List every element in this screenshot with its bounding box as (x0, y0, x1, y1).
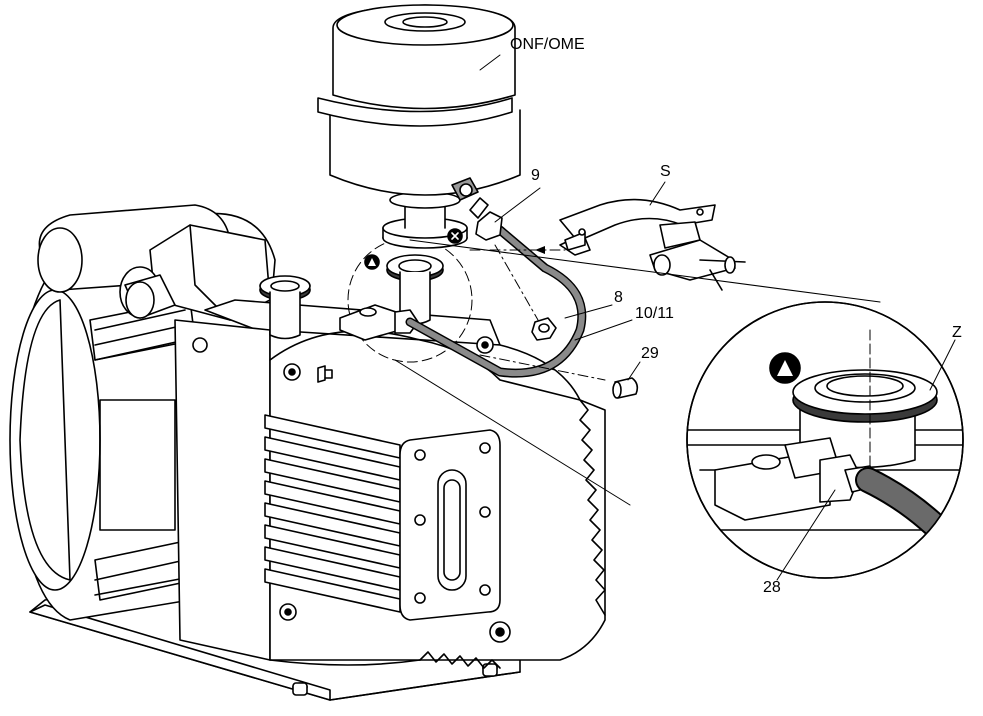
pump-body (174, 299, 606, 669)
callout-29: 29 (641, 345, 659, 362)
callout-onf-ome: ONF/OME (510, 36, 585, 53)
callout-leaders (479, 54, 956, 581)
callout-z: Z (952, 324, 962, 341)
oil-mist-filter (317, 4, 521, 249)
hose (405, 225, 587, 378)
callout-10-11: 10/11 (635, 305, 674, 322)
arrow-head (535, 246, 545, 254)
plug-29 (612, 377, 639, 399)
callout-s: S (660, 163, 671, 180)
magnifier-leaders (394, 239, 881, 506)
fitting-9 (469, 197, 503, 241)
callout-8: 8 (614, 289, 623, 306)
pump-ports (259, 237, 473, 363)
callout-9: 9 (531, 167, 540, 184)
cooling-ribs (264, 414, 401, 613)
callout-28: 28 (763, 579, 781, 596)
plug-8 (531, 317, 557, 341)
clamp-s (559, 198, 746, 291)
detail-view-z (686, 301, 964, 579)
